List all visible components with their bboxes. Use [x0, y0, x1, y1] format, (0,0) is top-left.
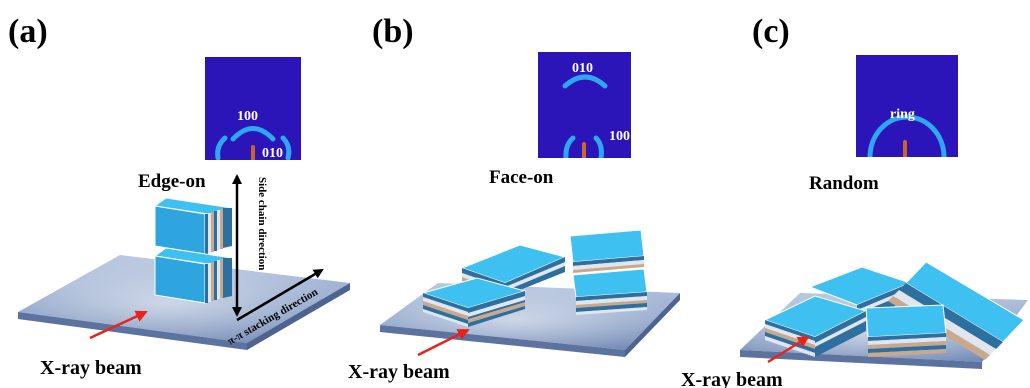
x-ray-beam-label-b: X-ray beam [348, 361, 450, 383]
side-chain-direction-label: Side chain direction [256, 177, 268, 270]
x-ray-beam-arrow [417, 328, 470, 357]
beamstop [582, 142, 586, 158]
diffraction-arc-100-left [563, 135, 576, 158]
pattern-baseline [205, 160, 301, 178]
diffraction-arc-100 [230, 126, 276, 142]
diffraction-arc-100-right [593, 135, 604, 158]
face-on-stack-right-upper [569, 229, 645, 273]
pattern-baseline [538, 158, 631, 186]
panel-b: (b) 010 100 Face-on [348, 13, 680, 383]
panel-a-letter: (a) [8, 13, 48, 50]
diffraction-arc-010-left [215, 135, 228, 160]
panel-b-letter: (b) [372, 13, 414, 50]
diffraction-ring [867, 114, 947, 157]
pattern-label-ring: ring [890, 107, 915, 122]
edge-on-stack-lower [153, 247, 234, 304]
beamstop [251, 145, 255, 160]
panel-c: (c) ring Random [681, 13, 1028, 388]
orientation-label-random: Random [809, 173, 879, 194]
edge-on-stack-upper [153, 197, 234, 255]
random-stack-front-right [865, 304, 947, 357]
x-ray-beam-label-c: X-ray beam [681, 369, 783, 388]
pattern-background [538, 52, 631, 158]
pattern-baseline [856, 157, 958, 205]
pattern-label-100: 100 [609, 129, 630, 144]
panel-c-scattering-pattern [856, 55, 958, 157]
x-ray-beam-arrow [89, 310, 148, 340]
panel-b-scattering-pattern [538, 52, 631, 158]
panel-a: (a) 100 010 Edge-on [8, 13, 350, 379]
diffraction-arc-010-right [280, 135, 292, 160]
panel-a-substrate [18, 255, 350, 350]
face-on-stack-right-lower [572, 268, 648, 315]
pattern-label-010: 010 [262, 146, 283, 161]
pattern-label-010: 010 [572, 61, 593, 76]
orientation-label-edge-on: Edge-on [138, 171, 206, 192]
diffraction-arc-010 [562, 74, 608, 89]
pattern-label-100: 100 [237, 109, 258, 124]
beamstop [903, 140, 907, 157]
face-on-stack-front [421, 277, 527, 327]
pi-stacking-direction-arrow [236, 268, 324, 322]
orientation-label-face-on: Face-on [489, 167, 554, 188]
x-ray-beam-arrow [767, 335, 810, 364]
panel-a-scattering-pattern [205, 57, 301, 160]
x-ray-beam-label-a: X-ray beam [40, 357, 142, 379]
panel-c-letter: (c) [752, 13, 790, 50]
